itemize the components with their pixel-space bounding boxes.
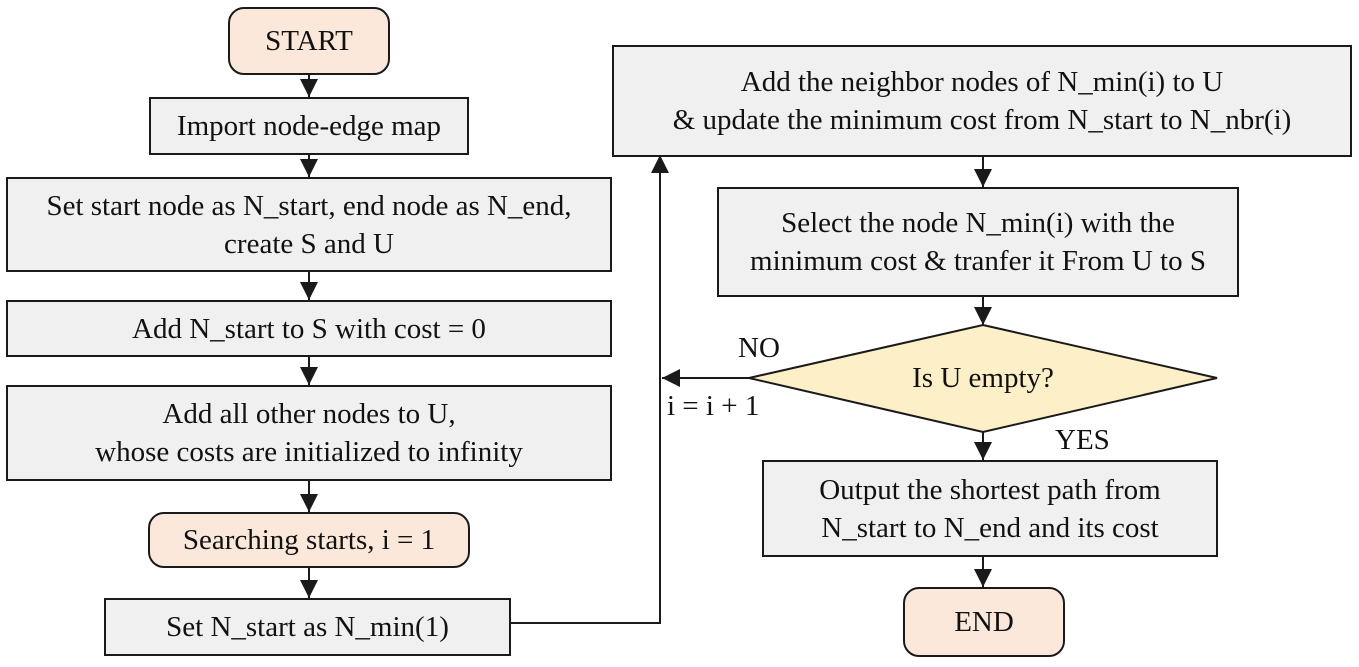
add-others-line1: Add all other nodes to U, bbox=[162, 398, 456, 430]
select-min-step: Select the node N_min(i) with the minimu… bbox=[717, 187, 1239, 297]
add-neighbors-line1: Add the neighbor nodes of N_min(i) to U bbox=[740, 66, 1224, 98]
set-start-end-line1: Set start node as N_start, end node as N… bbox=[46, 189, 572, 222]
yes-label: YES bbox=[1055, 424, 1110, 456]
end-terminal: END bbox=[903, 587, 1065, 657]
start-label: START bbox=[265, 25, 353, 57]
output-step: Output the shortest path from N_start to… bbox=[762, 460, 1218, 557]
add-neighbors-line2: & update the minimum cost from N_start t… bbox=[672, 104, 1292, 136]
increment-label: i = i + 1 bbox=[667, 390, 760, 422]
output-line2: N_start to N_end and its cost bbox=[821, 511, 1159, 544]
import-map-step: Import node-edge map bbox=[149, 97, 469, 155]
end-label: END bbox=[954, 606, 1014, 638]
add-others-line2: whose costs are initialized to infinity bbox=[95, 436, 523, 468]
add-start-label: Add N_start to S with cost = 0 bbox=[132, 312, 486, 345]
no-label: NO bbox=[738, 332, 780, 364]
start-terminal: START bbox=[228, 7, 390, 75]
set-min-step: Set N_start as N_min(1) bbox=[104, 598, 511, 656]
add-others-step: Add all other nodes to U, whose costs ar… bbox=[6, 385, 612, 481]
decision-label: Is U empty? bbox=[912, 362, 1054, 394]
add-start-step: Add N_start to S with cost = 0 bbox=[6, 300, 612, 357]
select-min-line2: minimum cost & tranfer it From U to S bbox=[750, 245, 1206, 277]
arrow-setmin-to-loop bbox=[511, 155, 669, 624]
searching-label: Searching starts, i = 1 bbox=[182, 524, 436, 556]
output-line1: Output the shortest path from bbox=[819, 473, 1161, 506]
select-min-line1: Select the node N_min(i) with the bbox=[781, 207, 1175, 239]
set-start-end-step: Set start node as N_start, end node as N… bbox=[6, 177, 612, 272]
set-min-label: Set N_start as N_min(1) bbox=[166, 611, 449, 643]
add-neighbors-step: Add the neighbor nodes of N_min(i) to U … bbox=[612, 45, 1352, 157]
set-start-end-line2: create S and U bbox=[224, 227, 394, 260]
import-map-label: Import node-edge map bbox=[176, 110, 442, 142]
decision-diamond bbox=[748, 323, 1218, 434]
searching-terminal: Searching starts, i = 1 bbox=[148, 512, 470, 568]
